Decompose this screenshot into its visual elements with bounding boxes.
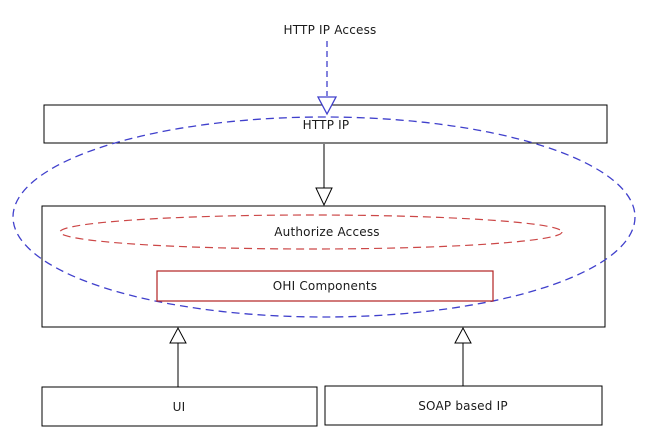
authorize-access-ellipse (59, 214, 563, 250)
ui-to-components-arrowhead (169, 326, 187, 344)
http-ip-access-label: HTTP IP Access (284, 23, 377, 37)
blue-boundary-ellipse (12, 116, 636, 318)
ohi-components-box (156, 270, 494, 302)
http-ip-label: HTTP IP (303, 118, 350, 132)
soap-to-components-arrowhead (454, 326, 472, 344)
soap-ip-label: SOAP based IP (418, 399, 508, 413)
components-container-box (41, 205, 606, 328)
ui-label: UI (173, 400, 186, 414)
http-ip-access-arrowhead (316, 96, 338, 116)
ohi-components-label: OHI Components (273, 279, 378, 293)
ui-box (41, 386, 318, 427)
soap-ip-box (324, 385, 603, 426)
http-ip-to-components-arrowhead (315, 187, 333, 207)
authorize-access-label: Authorize Access (274, 225, 380, 239)
